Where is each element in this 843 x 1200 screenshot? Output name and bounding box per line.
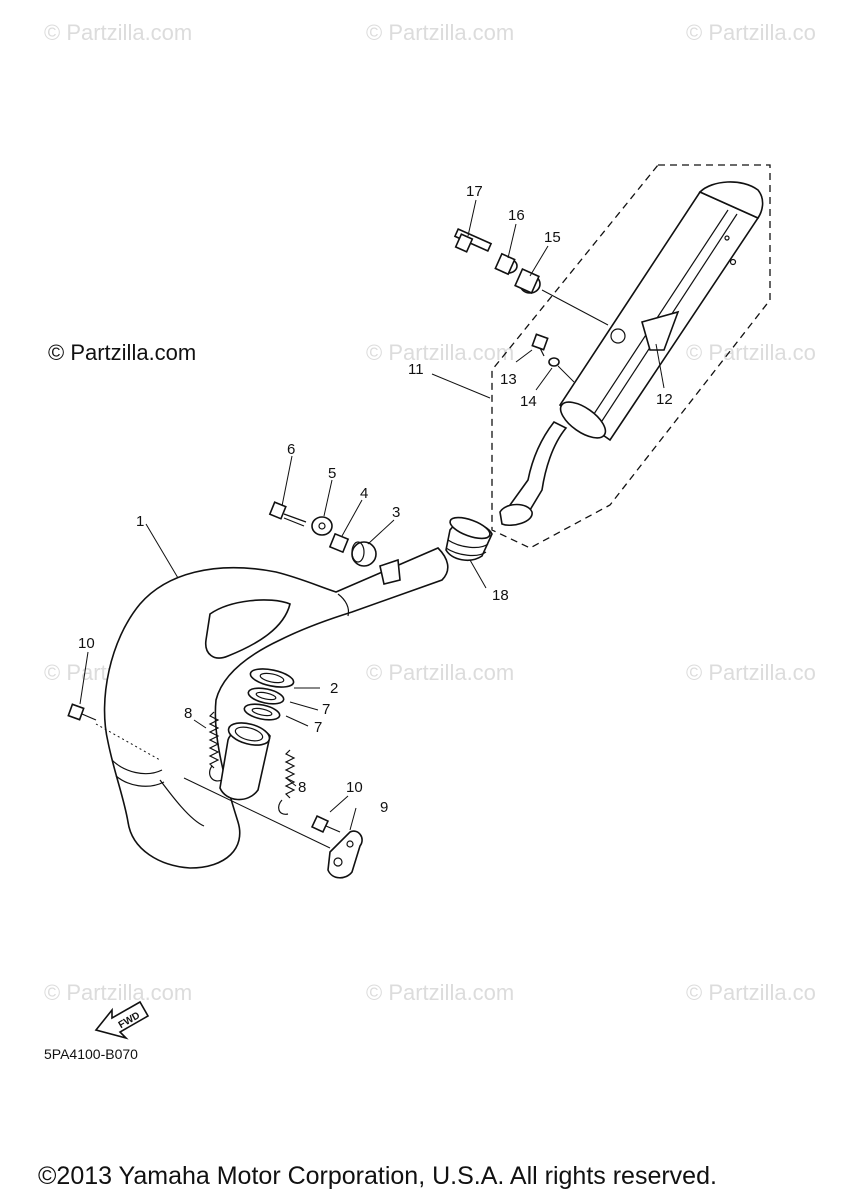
diagram-code: 5PA4100-B070	[44, 1046, 138, 1062]
muffler-mount-hardware	[453, 227, 609, 326]
callout-15: 15	[544, 229, 561, 246]
callout-16: 16	[508, 207, 525, 224]
watermark: © Partzilla.co	[686, 340, 816, 365]
watermark: © Partzilla.com	[44, 20, 193, 45]
callout-7b: 7	[314, 719, 322, 736]
callout-1: 1	[136, 513, 144, 530]
leader-lines	[79, 199, 665, 831]
callout-3: 3	[392, 504, 400, 521]
callout-2: 2	[330, 680, 338, 697]
callout-10b: 10	[346, 779, 363, 796]
callout-7a: 7	[322, 701, 330, 718]
watermark: © Partzilla.com	[366, 980, 515, 1005]
callout-9: 9	[380, 799, 388, 816]
muffler	[558, 181, 764, 442]
expansion-chamber	[103, 547, 449, 869]
callout-18: 18	[492, 587, 509, 604]
callout-10a: 10	[78, 635, 95, 652]
bolt-10-left	[67, 703, 161, 761]
gasket-18	[445, 516, 493, 562]
callout-14: 14	[520, 393, 537, 410]
fwd-arrow-icon: FWD	[94, 1000, 150, 1040]
muffler-assembly-boundary	[491, 164, 771, 549]
bracket-guideline	[183, 777, 331, 849]
watermark: © Partzilla.com	[366, 340, 515, 365]
bracket-9	[327, 830, 363, 879]
bolt-10-lower	[310, 814, 341, 834]
watermark: © Partzilla.com	[366, 660, 515, 685]
watermark: © Partzilla.com	[44, 980, 193, 1005]
partzilla-brand: © Partzilla.com	[48, 340, 197, 365]
callout-5: 5	[328, 465, 336, 482]
bolt-washer-13-14	[531, 333, 575, 383]
callout-17: 17	[466, 183, 483, 200]
callout-6: 6	[287, 441, 295, 458]
link-pipe	[499, 420, 568, 527]
callout-8b: 8	[298, 779, 306, 796]
callout-12: 12	[656, 391, 673, 408]
copyright-notice: ©2013 Yamaha Motor Corporation, U.S.A. A…	[38, 1162, 717, 1190]
mount-hardware-3-6	[268, 501, 377, 567]
callout-11: 11	[408, 361, 424, 378]
watermark: © Partzilla.co	[686, 980, 816, 1005]
callout-13: 13	[500, 371, 517, 388]
watermark: © Partzilla.co	[686, 20, 816, 45]
header-flange	[219, 722, 271, 801]
callout-8a: 8	[184, 705, 192, 722]
watermark: © Partzilla.com	[366, 20, 515, 45]
flange-gaskets	[243, 668, 295, 721]
springs	[208, 711, 296, 815]
watermark: © Partzilla.co	[686, 660, 816, 685]
callout-4: 4	[360, 485, 368, 502]
